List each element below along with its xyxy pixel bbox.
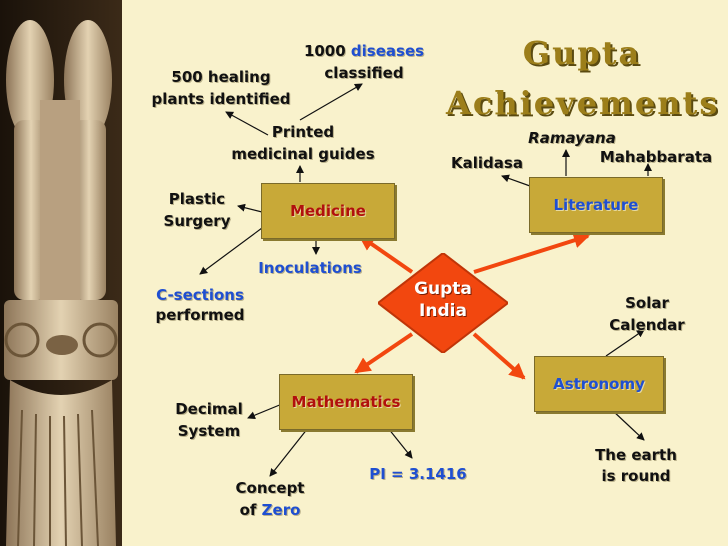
arrow-to-astronomy	[472, 332, 526, 380]
printed-line-1: Printed	[271, 123, 335, 141]
zero-line-1: Concept	[235, 479, 305, 497]
healing-line-1: 500 healing	[171, 68, 271, 86]
arrow-to-medicine	[358, 234, 414, 274]
solar-line-1: Solar	[625, 294, 669, 312]
pi-label: PI = 3.1416	[369, 465, 467, 483]
csections-line-2: performed	[155, 306, 245, 324]
line-to-plastic	[237, 203, 263, 213]
line-to-healing	[225, 111, 269, 136]
line-to-pi	[387, 427, 413, 459]
mathematics-box: Mathematics	[279, 374, 413, 430]
decimal-line-2: System	[177, 422, 241, 440]
arrow-to-literature	[473, 232, 590, 274]
lion-capital-image	[0, 0, 122, 546]
line-to-csections	[199, 227, 263, 275]
center-label-line-2: India	[419, 301, 467, 321]
center-diamond	[376, 251, 510, 355]
ramayana-label: Ramayana	[528, 129, 616, 147]
diseases-line-2: classified	[324, 64, 404, 82]
decimal-line-1: Decimal	[175, 400, 243, 418]
astronomy-box: Astronomy	[534, 356, 664, 412]
plastic-line-2: Surgery	[163, 212, 231, 230]
kalidasa-label: Kalidasa	[451, 154, 523, 172]
diseases-line-1: 1000 diseases	[303, 42, 425, 60]
line-to-solar	[605, 329, 645, 357]
center-label-line-1: Gupta	[414, 279, 472, 299]
earth-line-1: The earth	[595, 446, 677, 464]
arrow-to-mathematics	[354, 332, 414, 374]
plastic-line-1: Plastic	[168, 190, 226, 208]
healing-line-2: plants identified	[151, 90, 291, 108]
inoculations-label: Inoculations	[258, 259, 362, 277]
literature-box: Literature	[529, 177, 663, 233]
line-to-diseases	[299, 83, 363, 121]
printed-line-2: medicinal guides	[231, 145, 375, 163]
medicine-box: Medicine	[261, 183, 395, 239]
title-line-2: Achievements	[446, 84, 720, 122]
earth-line-2: is round	[601, 467, 671, 485]
line-to-kalidasa	[501, 174, 531, 187]
zero-line-2: of Zero	[239, 501, 301, 519]
csections-line-1: C-sections	[156, 286, 244, 304]
line-to-earth	[611, 409, 645, 441]
line-to-decimal	[247, 403, 283, 420]
title-line-1: Gupta	[522, 34, 642, 72]
line-to-zero	[269, 427, 309, 477]
solar-line-2: Calendar	[609, 316, 685, 334]
mahabbarata-label: Mahabbarata	[599, 148, 713, 166]
